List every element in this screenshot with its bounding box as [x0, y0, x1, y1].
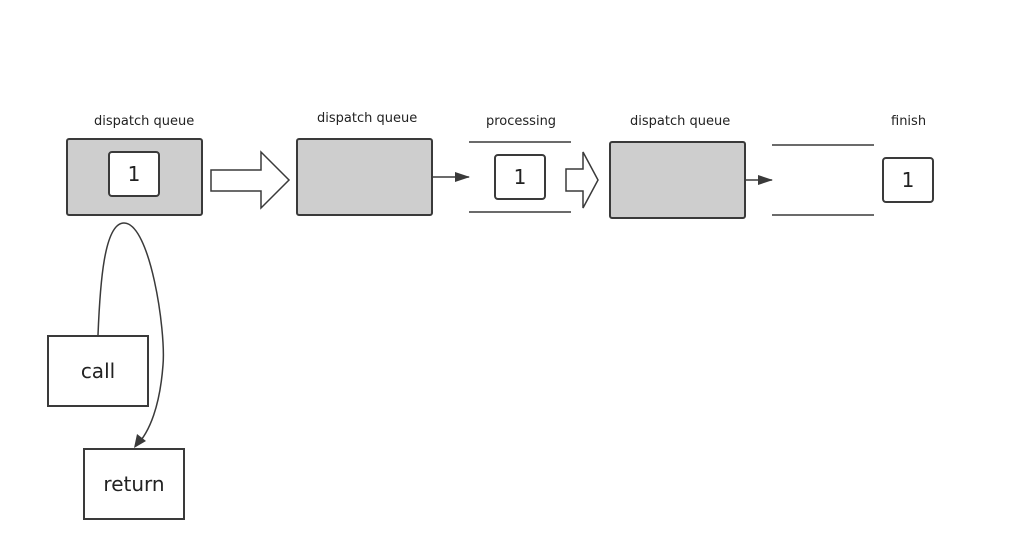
- processing-label: processing: [486, 114, 557, 129]
- queue1-item: 1: [108, 151, 160, 197]
- dispatch-queue-3: [609, 141, 746, 219]
- return-box: return: [83, 448, 185, 520]
- dispatch-queue-2: [296, 138, 433, 216]
- call-box: call: [47, 335, 149, 407]
- transfer-arrow-1: [210, 150, 291, 210]
- queue2-label: dispatch queue: [317, 111, 418, 126]
- processing-item: 1: [494, 154, 546, 200]
- queue1-label: dispatch queue: [94, 114, 195, 129]
- finished-item: 1: [882, 157, 934, 203]
- call-return-curve: [97, 222, 165, 447]
- return-arrowhead: [134, 434, 146, 448]
- finish-label: finish: [891, 114, 927, 129]
- queue3-label: dispatch queue: [630, 114, 731, 129]
- transfer-arrow-2: [565, 151, 599, 209]
